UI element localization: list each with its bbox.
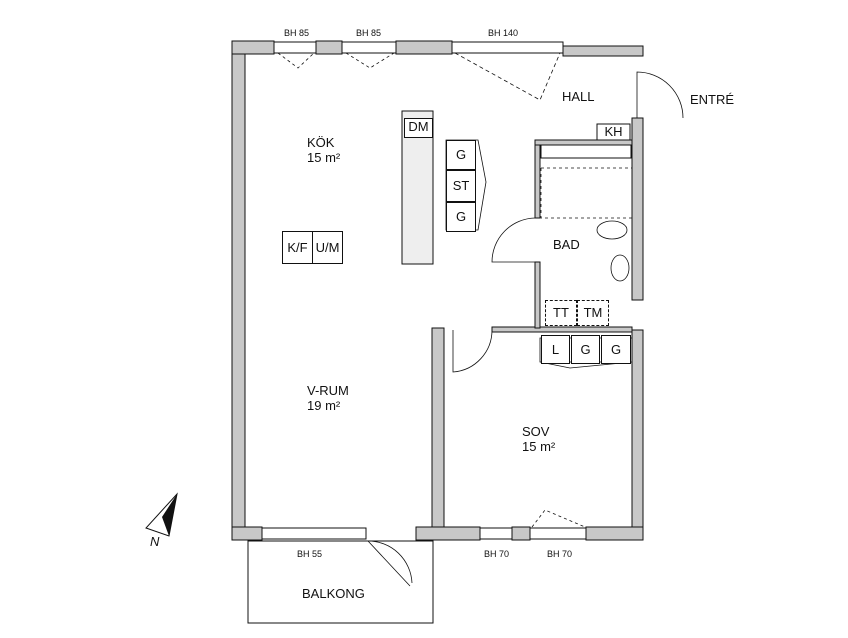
room-hall-name: HALL (562, 89, 595, 104)
fixture-dm: DM (404, 118, 433, 138)
window-bottom3 (529, 527, 587, 540)
window-top2 (341, 41, 397, 54)
window-bottom2 (479, 527, 513, 540)
window-top1-label: BH 85 (284, 28, 310, 38)
wall-bad-left-upper (534, 141, 541, 219)
fixture-um: U/M (312, 231, 343, 264)
sov-door-swing (452, 329, 493, 373)
room-vrum-area: 19 m² (307, 398, 341, 413)
kok-window-swing (277, 52, 395, 69)
toilet (596, 220, 628, 240)
hall-window-swing (454, 52, 561, 101)
bad-door-swing (491, 217, 536, 263)
wall-top-mid2 (395, 40, 453, 55)
washbasin (610, 254, 630, 282)
wall-top-mid1 (315, 40, 343, 55)
bath-tub (540, 167, 632, 219)
fixture-l: L (541, 335, 570, 364)
fixture-tt: TT (545, 300, 577, 326)
fixture-kf: K/F (282, 231, 313, 264)
room-kok-area: 15 m² (307, 150, 341, 165)
room-sov-area: 15 m² (522, 439, 556, 454)
window-bottom3-label: BH 70 (547, 549, 573, 559)
window-top3-label: BH 140 (488, 28, 519, 38)
window-top3 (451, 41, 564, 54)
wall-bottom-right (585, 526, 644, 541)
wall-bottom-mid2 (511, 526, 531, 541)
balcony-rail (247, 540, 434, 624)
room-entre-name: ENTRÉ (690, 92, 735, 107)
window-top2-label: BH 85 (356, 28, 382, 38)
bathroom-shelf (540, 144, 632, 159)
window-bottom1-label: BH 55 (297, 549, 323, 559)
fixture-g2: G (446, 202, 476, 232)
compass-icon (145, 492, 178, 537)
room-bad-name: BAD (553, 237, 580, 252)
fixture-tm: TM (577, 300, 609, 326)
room-balkong-name: BALKONG (302, 586, 365, 601)
fixture-g3: G (571, 335, 600, 364)
sov-window-swing (531, 509, 586, 528)
wardrobe-kh (596, 123, 631, 141)
wall-bad-top (534, 139, 633, 146)
fixture-st: ST (446, 170, 476, 202)
wall-top-left (231, 40, 275, 55)
window-top1 (273, 41, 317, 54)
wall-left (231, 53, 246, 530)
compass-label: N (150, 534, 160, 549)
room-vrum-name: V-RUM (307, 383, 349, 398)
fixture-g1: G (446, 140, 476, 170)
window-bottom2-label: BH 70 (484, 549, 510, 559)
fixture-kh: KH (604, 124, 623, 139)
room-kok-name: KÖK (307, 135, 335, 150)
wall-bottom-mid (415, 526, 481, 541)
wall-vrum-sov (431, 327, 445, 528)
wall-right-lower (631, 329, 644, 530)
wall-top-right (562, 45, 644, 57)
fixture-g4: G (601, 335, 631, 364)
wall-right-upper (631, 117, 644, 301)
wall-bad-left-lower (534, 261, 541, 329)
entrance-door-swing (636, 71, 684, 119)
balcony-door-swing (367, 540, 413, 587)
window-bottom1 (261, 527, 367, 540)
wall-bottom-left (231, 526, 263, 541)
room-sov-name: SOV (522, 424, 550, 439)
wall-sov-top (491, 326, 633, 333)
